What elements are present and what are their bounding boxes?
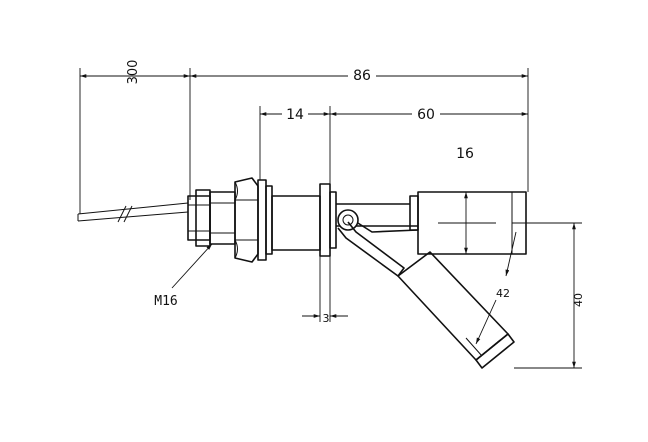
dim-housing-length-label: 14 xyxy=(286,107,304,123)
thread-callout-label: M16 xyxy=(154,294,177,309)
float-swung xyxy=(337,221,515,369)
flange xyxy=(319,183,337,257)
dim-float-length-label: 42 xyxy=(496,287,510,300)
dim-overall-length: 86 xyxy=(190,66,529,192)
dim-cable-length: 300 xyxy=(79,60,191,214)
thread-callout: M16 xyxy=(154,243,213,309)
dim-housing-length: 14 xyxy=(259,105,331,184)
hinge-stem xyxy=(336,195,419,233)
hex-nut xyxy=(209,177,259,263)
dim-cable-length-label: 300 xyxy=(126,60,141,85)
housing-tube xyxy=(271,195,321,251)
dim-drop-height-label: 40 xyxy=(572,293,585,307)
dim-float-arm-length-label: 60 xyxy=(417,107,435,123)
dim-drop-height: 40 xyxy=(512,222,585,369)
dim-float-diameter: 16 xyxy=(438,146,496,254)
cable xyxy=(77,202,189,223)
washer xyxy=(257,179,273,261)
dim-flange-thickness-label: 3 xyxy=(323,312,330,325)
dim-float-length: 42 xyxy=(475,231,517,345)
dim-flange-thickness: 3 xyxy=(302,256,348,325)
cable-gland xyxy=(187,189,211,247)
dim-float-diameter-label: 16 xyxy=(456,146,474,162)
dim-overall-length-label: 86 xyxy=(353,68,371,84)
dim-float-arm-length: 60 xyxy=(330,105,528,123)
